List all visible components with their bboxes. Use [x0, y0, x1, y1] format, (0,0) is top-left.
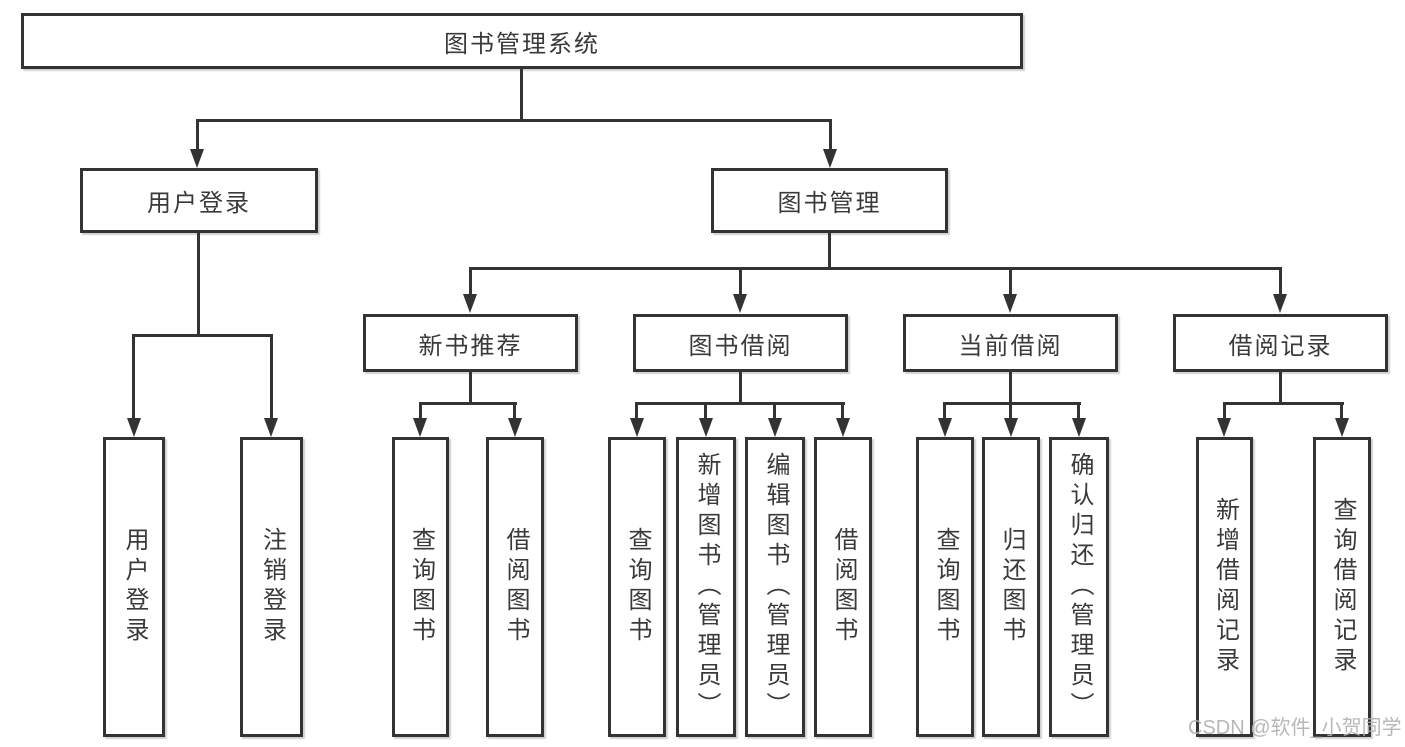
arrow-down-icon: [836, 418, 850, 437]
connector-line: [196, 119, 199, 152]
arrow-down-icon: [823, 149, 837, 168]
leaf-label: 确认归还（管理员）: [1066, 452, 1093, 722]
leaf-label: 查询图书: [407, 527, 435, 647]
arrow-down-icon: [733, 294, 747, 313]
connector-line: [1223, 402, 1226, 419]
node-current-borrowing: 当前借阅: [903, 314, 1118, 372]
leaf-label: 借阅图书: [502, 527, 529, 647]
connector-line: [419, 402, 517, 405]
connector-line: [635, 402, 638, 419]
connector-line: [943, 402, 1081, 405]
leaf-user-login: 用户登录: [103, 437, 165, 737]
arrow-down-icon: [1217, 418, 1231, 437]
leaf-label: 归还图书: [998, 527, 1025, 647]
arrow-down-icon: [1003, 294, 1017, 313]
connector-line: [739, 372, 742, 404]
connector-line: [197, 233, 200, 337]
connector-line: [132, 334, 135, 419]
arrow-down-icon: [463, 294, 477, 313]
connector-line: [1077, 402, 1080, 419]
connector-line: [1279, 267, 1282, 295]
connector-line: [419, 402, 422, 419]
leaf-label: 查询图书: [932, 527, 959, 647]
leaf-borrow-books-recommend: 借阅图书: [486, 437, 544, 737]
leaf-borrow-books-borrowing: 借阅图书: [814, 437, 872, 737]
connector-line: [1009, 267, 1012, 295]
arrow-down-icon: [1273, 294, 1287, 313]
arrow-down-icon: [1004, 418, 1018, 437]
leaf-label: 注销登录: [258, 527, 286, 647]
arrow-down-icon: [699, 418, 713, 437]
connector-line: [943, 402, 946, 419]
connector-line: [1009, 402, 1012, 419]
connector-line: [841, 402, 844, 419]
leaf-label: 查询图书: [624, 527, 651, 647]
node-label: 图书管理系统: [444, 30, 600, 58]
connector-line: [1009, 372, 1012, 404]
arrow-down-icon: [264, 418, 278, 437]
node-label: 当前借阅: [958, 332, 1063, 360]
connector-line: [132, 334, 273, 337]
connector-line: [270, 334, 273, 419]
leaf-return-books: 归还图书: [982, 437, 1040, 737]
leaf-query-borrow-record: 查询借阅记录: [1313, 437, 1371, 737]
leaf-label: 新增图书（管理员）: [693, 452, 720, 722]
arrow-down-icon: [630, 418, 644, 437]
arrow-down-icon: [938, 418, 952, 437]
arrow-down-icon: [1335, 418, 1349, 437]
connector-line: [829, 119, 832, 152]
leaf-edit-books-admin: 编辑图书（管理员）: [745, 437, 805, 737]
connector-line: [828, 233, 831, 270]
watermark: CSDN @软件_小贺同学: [1188, 717, 1402, 739]
node-library-management-system: 图书管理系统: [21, 13, 1023, 69]
leaf-label: 用户登录: [121, 527, 148, 647]
leaf-add-borrow-record: 新增借阅记录: [1196, 437, 1253, 737]
arrow-down-icon: [127, 418, 141, 437]
leaf-label: 查询借阅记录: [1329, 497, 1356, 677]
connector-line: [469, 372, 472, 404]
node-new-book-recommendation: 新书推荐: [363, 314, 578, 372]
arrow-down-icon: [413, 418, 427, 437]
arrow-down-icon: [508, 418, 522, 437]
node-label: 用户登录: [147, 190, 251, 217]
leaf-label: 借阅图书: [830, 527, 857, 647]
connector-line: [773, 402, 776, 419]
node-label: 图书借阅: [688, 332, 793, 360]
connector-line: [704, 402, 707, 419]
node-book-borrowing: 图书借阅: [633, 314, 848, 372]
leaf-label: 编辑图书（管理员）: [762, 452, 789, 722]
node-label: 借阅记录: [1228, 332, 1333, 360]
connector-line: [513, 402, 516, 419]
connector-line: [1223, 402, 1344, 405]
connector-line: [469, 267, 472, 295]
arrow-down-icon: [1072, 418, 1086, 437]
node-label: 图书管理: [777, 190, 882, 217]
connector-line: [1279, 372, 1282, 404]
leaf-query-books-borrowing: 查询图书: [608, 437, 666, 737]
node-book-management: 图书管理: [711, 168, 948, 233]
leaf-label: 新增借阅记录: [1211, 497, 1239, 677]
connector-line: [1340, 402, 1343, 419]
leaf-confirm-return-admin: 确认归还（管理员）: [1049, 437, 1109, 737]
node-borrowing-records: 借阅记录: [1173, 314, 1388, 372]
leaf-query-books-recommend: 查询图书: [392, 437, 449, 737]
connector-line: [635, 402, 845, 405]
arrow-down-icon: [768, 418, 782, 437]
connector-line: [196, 119, 832, 122]
connector-line: [520, 69, 523, 121]
node-label: 新书推荐: [418, 332, 523, 360]
arrow-down-icon: [190, 149, 204, 168]
leaf-add-books-admin: 新增图书（管理员）: [676, 437, 736, 737]
connector-line: [469, 267, 1282, 270]
node-user-login: 用户登录: [80, 168, 318, 233]
connector-line: [739, 267, 742, 295]
leaf-logout-login: 注销登录: [240, 437, 303, 737]
leaf-query-books-current: 查询图书: [916, 437, 974, 737]
